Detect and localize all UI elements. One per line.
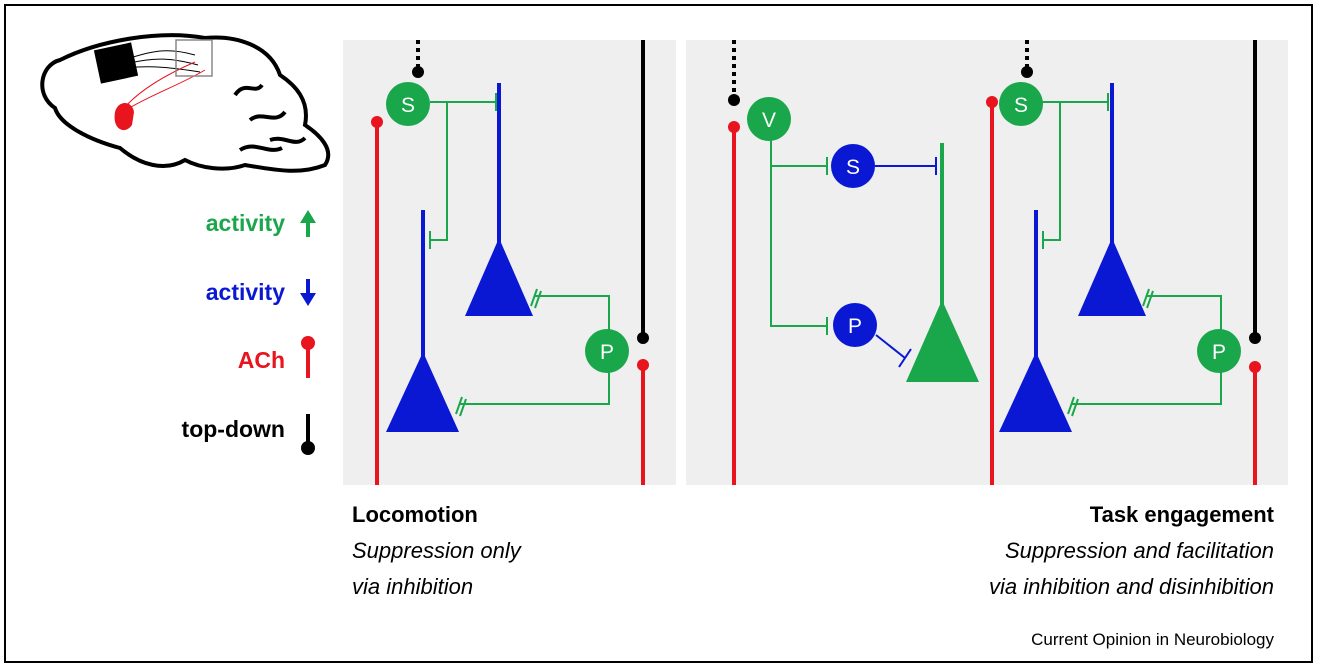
p-interneuron: P bbox=[1197, 329, 1241, 373]
p-inhibitory-wires bbox=[455, 288, 610, 417]
top-down-terminal bbox=[637, 332, 649, 344]
pyramidal-neuron-lower bbox=[999, 210, 1072, 432]
task-engagement-subtitle-line1: Suppression and facilitation bbox=[1004, 538, 1274, 563]
ach-terminal bbox=[986, 96, 998, 108]
journal-footer: Current Opinion in Neurobiology bbox=[1031, 630, 1274, 649]
p-interneuron: P bbox=[585, 329, 629, 373]
s-label: S bbox=[401, 94, 415, 117]
top-down-terminal bbox=[728, 94, 740, 106]
top-down-terminal-icon bbox=[301, 414, 315, 455]
ach-terminal bbox=[728, 121, 740, 133]
brain-projections bbox=[127, 50, 201, 73]
p-interneuron-suppressed: P bbox=[833, 303, 877, 347]
arrow-up-icon bbox=[300, 210, 316, 237]
s-inhibitory-wires bbox=[1041, 93, 1109, 249]
s-label: S bbox=[1014, 94, 1028, 117]
s-interneuron: S bbox=[386, 82, 430, 126]
pyramidal-neuron-upper bbox=[465, 83, 533, 316]
legend-activity-up-label: activity bbox=[205, 210, 285, 236]
ach-terminal bbox=[371, 116, 383, 128]
brain-region-red bbox=[114, 103, 134, 131]
ach-terminal bbox=[1249, 361, 1261, 373]
brain-region-black bbox=[93, 42, 139, 84]
task-engagement-title: Task engagement bbox=[1089, 502, 1274, 527]
ach-terminal bbox=[637, 359, 649, 371]
legend-ach-label: ACh bbox=[237, 347, 285, 373]
p-label: P bbox=[848, 315, 862, 338]
locomotion-subtitle-line1: Suppression only bbox=[352, 538, 521, 563]
brain-ach-projections bbox=[123, 61, 206, 111]
arrow-down-icon bbox=[300, 279, 316, 306]
legend-top-down-label: top-down bbox=[181, 416, 285, 442]
top-down-terminal bbox=[412, 66, 424, 78]
v-inhibitory-wires bbox=[770, 138, 828, 335]
s-inhibitory-wires bbox=[429, 93, 497, 249]
pyramidal-neuron-green bbox=[906, 143, 979, 382]
legend-activity-down-label: activity bbox=[205, 279, 285, 305]
task-engagement-subtitle-line2: via inhibition and disinhibition bbox=[989, 574, 1274, 599]
v-interneuron: V bbox=[747, 97, 791, 141]
p-label: P bbox=[600, 341, 614, 364]
top-down-terminal bbox=[1021, 66, 1033, 78]
v-label: V bbox=[762, 109, 776, 132]
ach-terminal-icon bbox=[301, 336, 315, 378]
locomotion-title: Locomotion bbox=[352, 502, 478, 527]
p-inhibitory-wires bbox=[1067, 288, 1222, 417]
brain-inset-box bbox=[175, 39, 213, 77]
top-down-terminal bbox=[1249, 332, 1261, 344]
s-interneuron: S bbox=[999, 82, 1043, 126]
locomotion-subtitle-line2: via inhibition bbox=[352, 574, 474, 599]
blue-inhibitory-wires bbox=[875, 157, 937, 368]
pyramidal-neuron-lower bbox=[386, 210, 459, 432]
p-label: P bbox=[1212, 341, 1226, 364]
brain-illustration bbox=[40, 33, 331, 173]
s-label: S bbox=[846, 156, 860, 179]
pyramidal-neuron-upper bbox=[1078, 83, 1146, 316]
s-interneuron-suppressed: S bbox=[831, 144, 875, 188]
